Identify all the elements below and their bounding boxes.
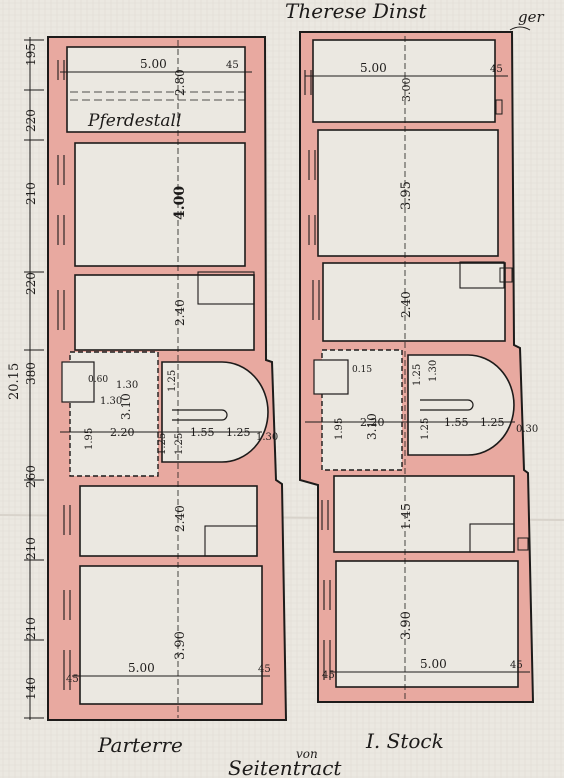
left-side-dim-1: 195	[24, 43, 38, 66]
right-depth-room1: 3.00	[400, 78, 413, 103]
left-stair-e: 1.25	[174, 433, 185, 455]
right-edge-bottom: 45	[510, 660, 523, 671]
right-room-5	[335, 560, 519, 688]
right-passage-1: 1.95	[334, 418, 345, 440]
left-width-top: 5.00	[140, 57, 167, 71]
left-stair-a: 1.30	[116, 380, 138, 391]
right-passage-5: 1.25	[480, 416, 505, 429]
right-passage-4: 1.55	[444, 416, 469, 429]
caption-seitentract: Seitentract	[228, 756, 342, 778]
right-drain	[420, 399, 474, 411]
right-room-1	[312, 39, 496, 123]
right-stair-a: 1.25	[412, 364, 423, 386]
right-plan	[299, 31, 535, 703]
left-stair-depth: 3.10	[119, 393, 133, 420]
right-stair-step	[313, 359, 349, 395]
left-width-bottom: 5.00	[128, 661, 155, 675]
left-exterior-dim-ticks	[24, 39, 44, 719]
left-passage-5: 1.30	[256, 432, 278, 443]
right-window-ticks	[304, 70, 331, 680]
left-stair-f: 1.30	[100, 396, 122, 407]
left-edge-bottom: 45	[258, 664, 271, 675]
left-closet-bottom	[204, 525, 258, 557]
right-depth-room4: 1.45	[399, 503, 413, 530]
left-depth-room2: 4.00	[172, 186, 188, 220]
right-room-4	[333, 475, 515, 553]
caption-parterre: Parterre	[97, 733, 183, 757]
left-total-dim: 20.15	[7, 363, 22, 400]
left-side-dim-3: 210	[24, 182, 38, 205]
left-room-2	[74, 142, 246, 267]
left-window-ticks	[57, 60, 71, 690]
left-drain	[172, 409, 228, 421]
left-side-dim-2: 220	[24, 109, 38, 132]
right-depth-room5: 3.90	[399, 611, 414, 640]
left-side-dim-6: 260	[24, 465, 38, 488]
right-edge-top: 45	[490, 64, 503, 75]
right-closet-bottom	[469, 523, 515, 553]
right-passage-6: 0.30	[516, 424, 538, 435]
left-depth-room3: 2.40	[173, 299, 187, 326]
left-stair-b: 1.25	[167, 370, 178, 392]
right-stair-c: 1.30	[428, 360, 439, 382]
left-side-dim-7: 210	[24, 537, 38, 560]
right-passage-2: 2.20	[360, 416, 385, 429]
left-stair-d: 1.25	[157, 433, 168, 455]
right-room-2	[317, 129, 499, 257]
right-vent-3	[517, 537, 529, 551]
caption-first-floor: I. Stock	[365, 729, 444, 753]
right-width-bottom: 5.00	[420, 657, 447, 671]
owner-underline	[509, 26, 531, 31]
left-room-5	[79, 565, 263, 705]
left-stair-step	[61, 361, 95, 403]
left-closet-top	[197, 271, 255, 305]
left-passage-1: 1.95	[84, 428, 95, 450]
left-plan	[24, 36, 288, 721]
left-room-3	[74, 274, 255, 351]
corner-note: ger	[518, 8, 544, 26]
left-side-dim-9: 140	[24, 677, 38, 700]
left-edge-bottom-left: 45	[66, 674, 79, 685]
left-room-label: Pferdestall	[87, 111, 181, 131]
left-room-4	[79, 485, 258, 557]
right-room-3	[322, 262, 506, 342]
owner-name: Therese Dinst	[285, 0, 427, 23]
right-stair-b: 0.15	[352, 365, 372, 375]
left-apse-hall	[161, 361, 269, 463]
right-vent-1	[495, 99, 503, 115]
left-side-dim-5: 380	[24, 362, 38, 385]
right-depth-room2: 3.95	[399, 181, 414, 210]
right-edge-bottom-left: 45	[322, 670, 335, 681]
left-depth-stall: 2.80	[173, 69, 187, 96]
right-apse-hall	[407, 354, 515, 456]
right-closet-top	[459, 261, 505, 289]
left-passage-2: 2.20	[110, 426, 135, 439]
right-passage-3: 1.25	[420, 418, 431, 440]
left-side-dim-8: 210	[24, 617, 38, 640]
left-side-dim-4: 220	[24, 272, 38, 295]
left-depth-room4: 2.40	[173, 505, 187, 532]
left-stair-c: 0.60	[88, 375, 108, 385]
right-vent-2	[499, 267, 513, 283]
left-depth-room5: 3.90	[173, 631, 188, 660]
right-depth-room3: 2.40	[399, 291, 413, 318]
caption-von: von	[296, 747, 318, 761]
left-passage-4: 1.25	[226, 426, 251, 439]
left-passage-3: 1.55	[190, 426, 215, 439]
right-width-top: 5.00	[360, 61, 387, 75]
left-room-stall	[66, 46, 246, 133]
right-stair-depth: 3.10	[365, 413, 379, 440]
left-edge-top: 45	[226, 60, 239, 71]
